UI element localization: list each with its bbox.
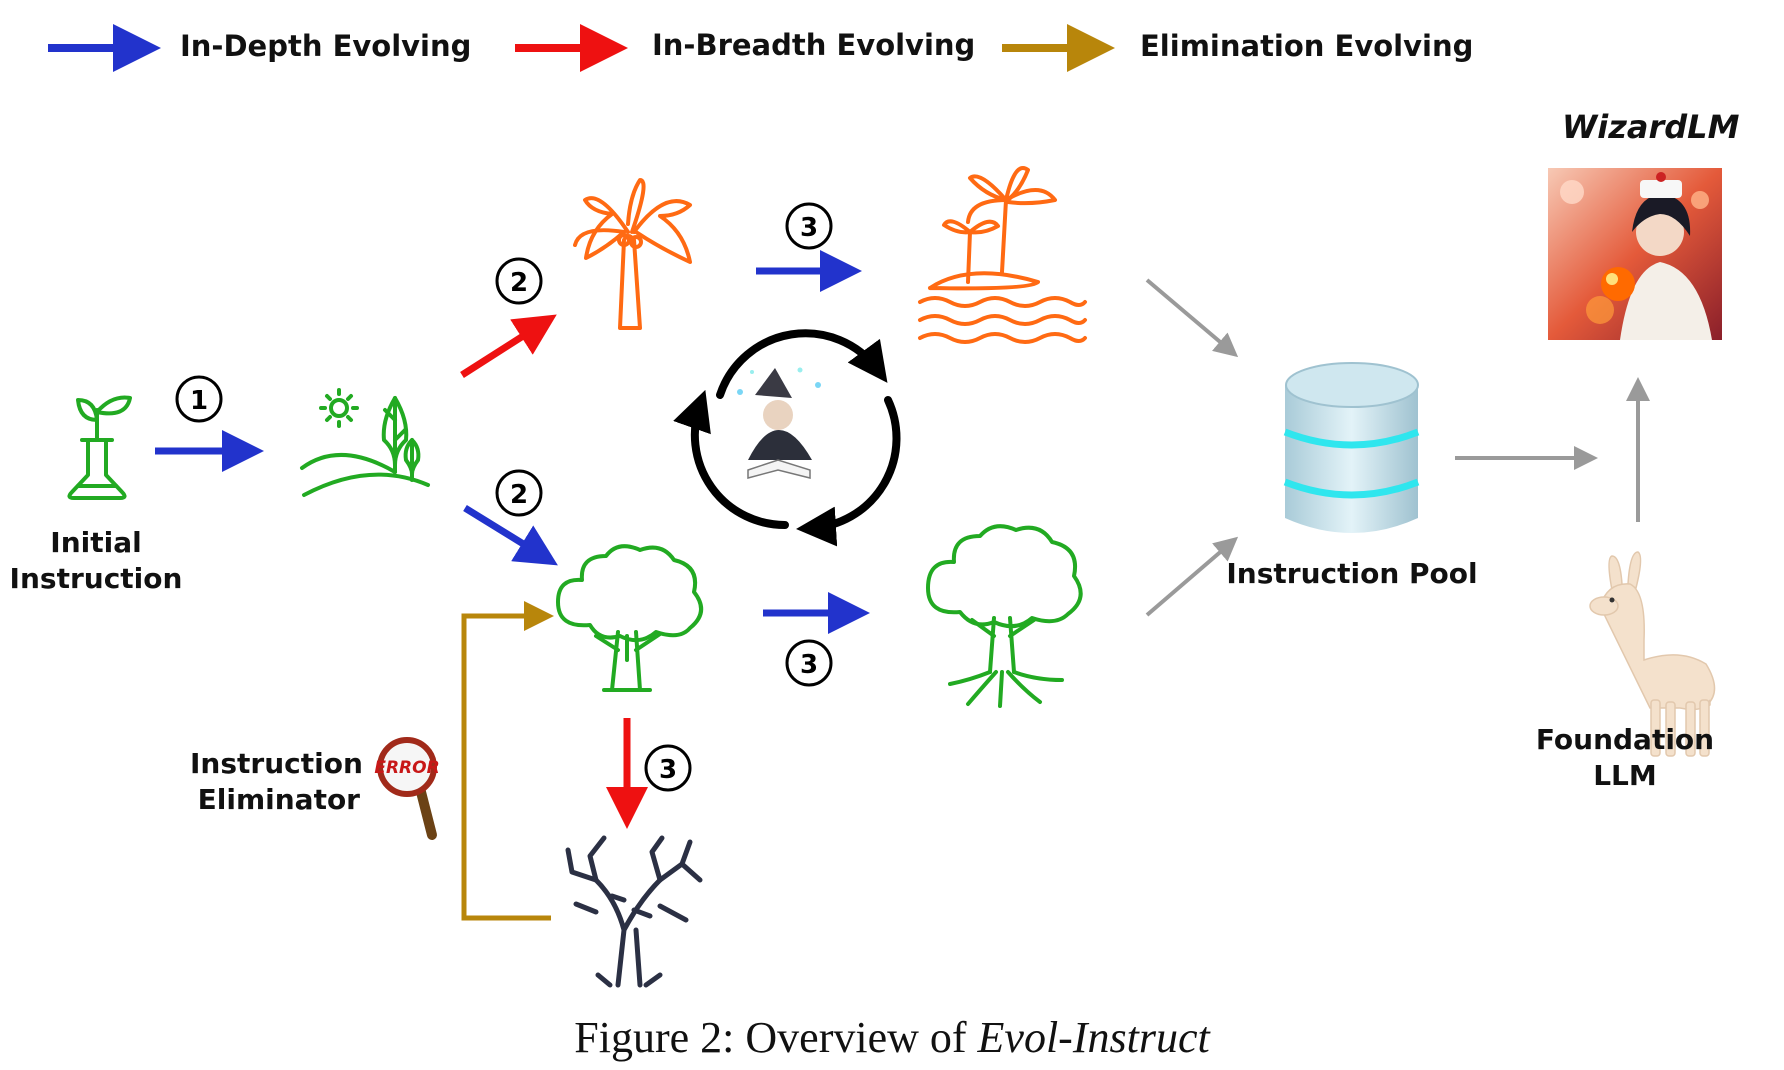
step-marker-3-top: 3 [785, 202, 833, 250]
palm-tree-icon [573, 178, 692, 330]
caption-emph: Evol-Instruct [977, 1013, 1210, 1062]
instruction-pool-label: Instruction Pool [1226, 557, 1478, 590]
wizardlm-avatar [1548, 168, 1722, 340]
flask-sprout-icon [67, 395, 132, 500]
wizardlm-title: WizardLM [1562, 108, 1740, 146]
landscape-sprout-icon [300, 388, 430, 497]
dead-tree-icon [565, 835, 703, 988]
figure-caption: Figure 2: Overview of Evol-Instruct [0, 1012, 1784, 1063]
step-marker-1: 1 [175, 375, 223, 423]
step-marker-3-middle: 3 [785, 639, 833, 687]
step-marker-2-top-label: 2 [510, 268, 528, 298]
rooted-tree-icon [926, 524, 1083, 708]
step-marker-2-top: 2 [495, 257, 543, 305]
step-marker-2-bottom-label: 2 [510, 480, 528, 510]
legend-elimination-label: Elimination Evolving [1140, 29, 1474, 63]
llama-icon [1589, 551, 1716, 757]
step-marker-3-middle-label: 3 [800, 650, 818, 680]
legend-in-depth-label: In-Depth Evolving [180, 29, 472, 63]
wizard-figure-icon [737, 367, 821, 479]
step-marker-2-bottom: 2 [495, 469, 543, 517]
caption-prefix: Figure 2: Overview of [574, 1013, 978, 1062]
island-icon [918, 166, 1087, 344]
green-tree-icon [556, 544, 703, 692]
gray-arrow-tree-to-pool [1145, 536, 1239, 617]
error-text: ERROR [374, 758, 439, 778]
gray-arrow-island-to-pool [1145, 278, 1239, 358]
elimination-loop-arrow [461, 601, 554, 921]
step-marker-1-label: 1 [190, 386, 208, 416]
database-icon [1283, 362, 1420, 533]
step-marker-3-bottom-label: 3 [659, 755, 677, 785]
foundation-llm-label: Foundation LLM [1535, 723, 1715, 792]
evolution-cycle-arrows [673, 329, 901, 547]
in-depth-arrow-step2 [463, 505, 558, 566]
step-marker-3-top-label: 3 [800, 213, 818, 243]
instruction-eliminator-label: Instruction Eliminator [190, 747, 363, 816]
initial-instruction-label: Initial Instruction [9, 526, 183, 595]
in-breadth-arrow-step2 [460, 314, 557, 378]
legend-in-breadth-label: In-Breadth Evolving [652, 28, 976, 62]
step-marker-3-bottom: 3 [644, 744, 692, 792]
error-magnifier-icon: ERROR [374, 737, 440, 840]
